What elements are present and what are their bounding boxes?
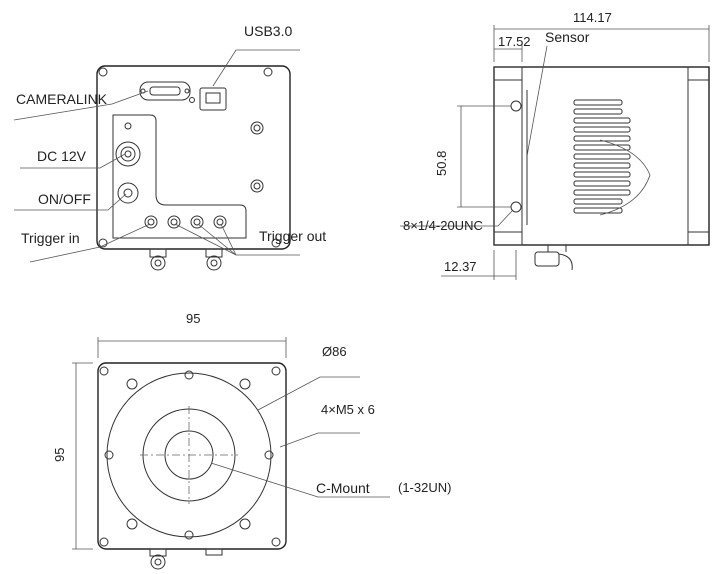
small-hole <box>124 122 132 130</box>
bottom-connector <box>534 251 560 267</box>
leader-mount <box>210 462 390 498</box>
fin-slot <box>573 162 631 169</box>
leader-screw <box>400 210 513 227</box>
usb-port <box>199 87 227 111</box>
corner-hole <box>98 238 108 248</box>
bottom-lug <box>149 548 167 557</box>
leader-sensor <box>526 45 548 157</box>
fin-slot <box>573 135 631 142</box>
side-view: 114.17 17.52 Sensor 50.8 8×1/4-20UNC 12.… <box>400 10 710 280</box>
label-screws: 4×M5 x 6 <box>321 402 375 417</box>
label-mount: C-Mount <box>316 480 370 496</box>
corner-hole <box>98 67 108 77</box>
label-dc: DC 12V <box>37 148 87 164</box>
fin-slot <box>573 126 631 133</box>
leader-diameter <box>257 376 360 411</box>
fin-slot <box>573 198 623 205</box>
fin-slot <box>573 180 631 187</box>
label-onoff: ON/OFF <box>38 191 91 207</box>
cameralink-connector <box>149 86 181 96</box>
housing-screw <box>250 121 264 135</box>
dim-height: 50.8 <box>434 151 449 176</box>
label-screw: 8×1/4-20UNC <box>403 218 483 233</box>
fin-slot <box>573 189 631 196</box>
connector-panel <box>112 114 247 239</box>
dim-sensor-offset: 17.52 <box>498 34 531 49</box>
housing-screw <box>250 179 264 193</box>
front-housing <box>97 362 287 550</box>
m5-screw <box>126 518 138 530</box>
rear-view: USB3.0 CAMERALINK DC 12V ON/OFF Trigger … <box>13 23 326 271</box>
fin-slot <box>573 144 631 151</box>
trigger-in-port <box>144 215 158 229</box>
front-view: 95 95 Ø86 4×M5 x 6 C-Mount (1-32UN) <box>52 311 451 570</box>
m5-screw <box>239 518 251 530</box>
dim-height: 95 <box>52 448 67 462</box>
rear-housing <box>96 65 291 250</box>
dc-jack <box>115 141 141 167</box>
heat-fins <box>573 99 631 214</box>
small-hole <box>189 97 195 103</box>
corner-hole <box>271 238 281 248</box>
bottom-lug <box>149 248 167 258</box>
usb-port-inner <box>205 92 221 104</box>
leader-usb <box>212 49 300 87</box>
power-switch <box>117 182 139 204</box>
leader-screws <box>279 432 360 448</box>
label-usb: USB3.0 <box>244 23 292 39</box>
trigger-out-port <box>213 215 227 229</box>
label-trigger-out: Trigger out <box>259 228 326 244</box>
leader-dc <box>20 153 126 169</box>
front-disc <box>106 372 272 538</box>
leader-trigger-in <box>29 223 151 263</box>
label-trigger-in: Trigger in <box>21 230 80 246</box>
front-flange <box>493 66 523 246</box>
label-diameter: Ø86 <box>322 344 347 359</box>
leader-onoff <box>14 193 127 211</box>
fin-slot <box>573 171 631 178</box>
m5-screw <box>239 378 251 390</box>
label-cameralink: CAMERALINK <box>16 91 108 107</box>
bottom-lug <box>205 248 223 258</box>
side-housing <box>493 66 710 246</box>
dim-length: 114.17 <box>573 10 612 25</box>
fin-slot <box>573 117 631 124</box>
fin-slot <box>573 153 631 160</box>
trigger-out-port <box>167 215 181 229</box>
label-sensor: Sensor <box>545 29 590 45</box>
fin-slot <box>573 99 623 106</box>
corner-hole <box>263 67 273 77</box>
fin-slot <box>573 108 623 115</box>
trigger-out-port <box>190 215 204 229</box>
dim-base: 12.37 <box>444 259 477 274</box>
cameralink-housing <box>139 81 191 101</box>
dim-width: 95 <box>186 311 200 326</box>
connector-screw <box>184 88 190 94</box>
label-mount-thread: (1-32UN) <box>398 480 451 495</box>
m5-screw <box>126 378 138 390</box>
c-mount-opening <box>164 430 214 480</box>
leader-cameralink <box>13 90 149 121</box>
fin-slot <box>573 207 623 214</box>
leader-trigger-out <box>174 223 237 256</box>
